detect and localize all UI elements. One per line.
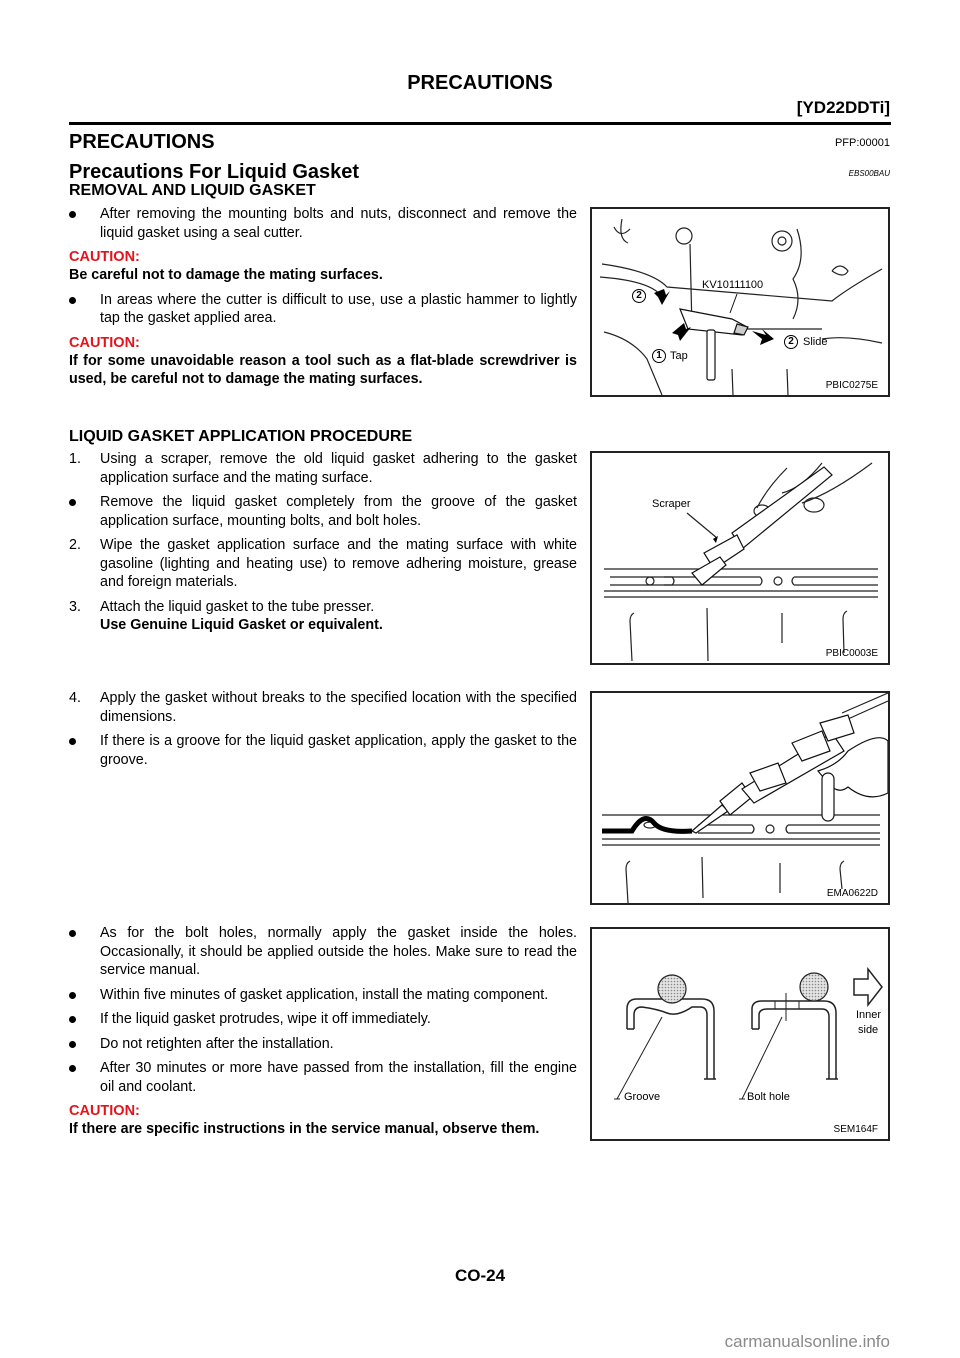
bullet-icon xyxy=(69,205,76,224)
step-number: 1. xyxy=(69,451,81,467)
caution-text: If there are specific instructions in th… xyxy=(69,1121,540,1137)
step-3: 3. Attach the liquid gasket to the tube … xyxy=(69,598,383,634)
caution-label: CAUTION: xyxy=(69,1103,140,1119)
bullet-icon xyxy=(69,986,76,1005)
header-rule xyxy=(69,122,891,125)
figure-code: EMA0622D xyxy=(826,888,878,899)
subsection-title: Precautions For Liquid Gasket xyxy=(69,161,360,183)
figure-code: PBIC0003E xyxy=(825,648,878,659)
list-item: After 30 minutes or more have passed fro… xyxy=(69,1059,577,1096)
step-4-section: 4. Apply the gasket without breaks to th… xyxy=(69,689,577,775)
list-item: Within five minutes of gasket applicatio… xyxy=(69,986,577,1005)
bolt-hole-label: Bolt hole xyxy=(747,1091,790,1103)
bullet-icon xyxy=(69,732,76,751)
tap-label: Tap xyxy=(670,350,688,362)
application-section: LIQUID GASKET APPLICATION PROCEDURE 1. U… xyxy=(69,427,577,641)
tube-presser-illustration-icon xyxy=(602,693,888,903)
caution-text: If for some unavoidable reason a tool su… xyxy=(69,352,577,388)
running-header-title: PRECAUTIONS xyxy=(407,72,553,94)
list-item: Remove the liquid gasket completely from… xyxy=(69,493,577,530)
list-item: Do not retighten after the installation. xyxy=(69,1035,577,1054)
bullet-icon xyxy=(69,291,76,310)
figure-scraper: Scraper PBIC0003E xyxy=(590,451,890,665)
figure-seal-cutter: KV10111100 2 1 Tap 2 Slide PBIC0275E xyxy=(590,207,890,397)
figure-code: SEM164F xyxy=(833,1124,878,1135)
application-heading: LIQUID GASKET APPLICATION PROCEDURE xyxy=(69,428,413,445)
step-number: 3. xyxy=(69,598,81,615)
step-number: 2. xyxy=(69,537,81,553)
watermark-link[interactable]: carmanualsonline.info xyxy=(724,1332,890,1351)
inner-label: Inner xyxy=(856,1009,882,1021)
step-2: 2. Wipe the gasket application surface a… xyxy=(69,537,577,590)
step-1: 1. Using a scraper, remove the old liqui… xyxy=(69,451,577,486)
section-code: PFP:00001 xyxy=(834,137,890,149)
bullet-icon xyxy=(69,1010,76,1029)
groove-label: Groove xyxy=(624,1091,661,1103)
scraper-illustration-icon xyxy=(604,462,878,662)
scraper-label: Scraper xyxy=(652,498,691,510)
list-item: After removing the mounting bolts and nu… xyxy=(69,205,577,242)
caution-label: CAUTION: xyxy=(69,249,140,265)
bullet-icon xyxy=(69,1035,76,1054)
bullet-icon xyxy=(69,493,76,512)
figure-code: PBIC0275E xyxy=(825,380,878,391)
gasket-note: Use Genuine Liquid Gasket or equivalent. xyxy=(100,617,383,633)
list-item: As for the bolt holes, normally apply th… xyxy=(69,924,577,980)
engine-model-label: [YD22DDTi] xyxy=(796,98,890,117)
subsection-code: EBS00BAU xyxy=(848,169,890,178)
bullet-icon xyxy=(69,924,76,943)
step-2-marker-icon: 2 xyxy=(784,335,798,349)
section-title: PRECAUTIONS xyxy=(69,131,215,153)
slide-label: Slide xyxy=(803,336,828,348)
removal-heading: REMOVAL AND LIQUID GASKET xyxy=(69,182,316,199)
step-number: 4. xyxy=(69,690,81,706)
caution-text: Be careful not to damage the mating surf… xyxy=(69,267,383,283)
list-item: If there is a groove for the liquid gask… xyxy=(69,732,577,769)
caution-label: CAUTION: xyxy=(69,334,140,351)
groove-bolt-hole-diagram-icon xyxy=(614,966,883,1100)
final-notes-section: As for the bolt holes, normally apply th… xyxy=(69,924,577,1145)
list-item: In areas where the cutter is difficult t… xyxy=(69,291,577,328)
step-1-marker-icon: 1 xyxy=(652,349,666,363)
list-item: If the liquid gasket protrudes, wipe it … xyxy=(69,1010,577,1029)
figure-tube-presser: EMA0622D xyxy=(590,691,890,905)
side-label: side xyxy=(858,1024,879,1036)
tool-number-label: KV10111100 xyxy=(702,279,764,291)
step-4: 4. Apply the gasket without breaks to th… xyxy=(69,690,577,725)
removal-section: After removing the mounting bolts and nu… xyxy=(69,205,577,395)
bullet-icon xyxy=(69,1059,76,1078)
seal-cutter-illustration-icon xyxy=(599,218,883,395)
figure-groove-bolt-hole: Groove Bolt hole Inner side SEM164F xyxy=(590,927,890,1141)
page-number: CO-24 xyxy=(454,1266,506,1285)
step-2-marker-icon: 2 xyxy=(632,289,646,303)
